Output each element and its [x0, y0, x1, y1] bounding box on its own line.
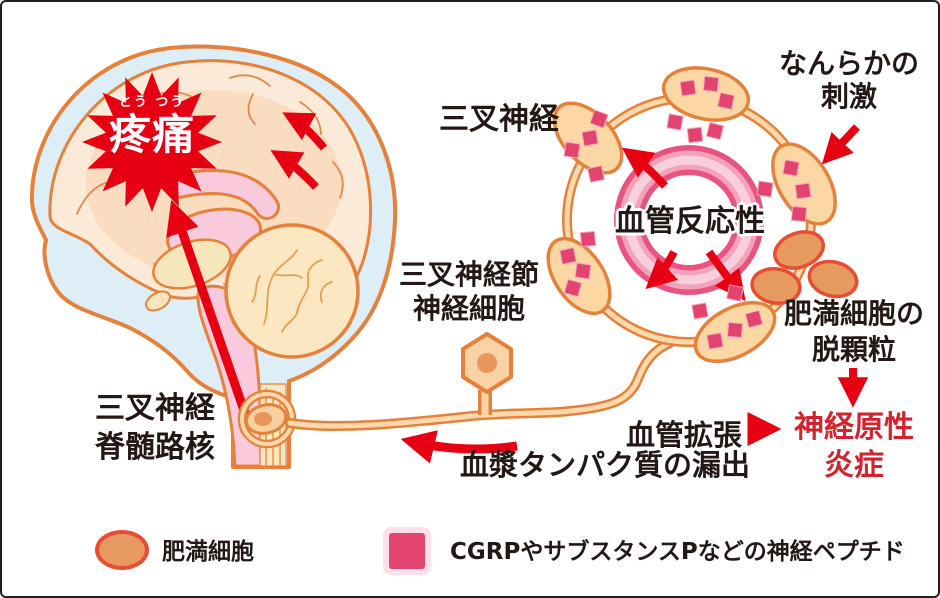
blood-vessel-ring: [614, 145, 764, 295]
pituitary-cream: [145, 290, 171, 312]
ganglion-line1: 三叉神経節: [398, 258, 539, 291]
mast-degranulation-line2: 脱顆粒: [811, 333, 896, 366]
spinal-nucleus-line1: 三叉神経: [95, 391, 215, 426]
neurogenic-inflammation-label: 神経原性 炎症: [781, 409, 927, 485]
trigeminal-nerve-fiber: [285, 338, 675, 431]
neurogenic-line2: 炎症: [824, 448, 884, 483]
ganglion-label: 三叉神経節 神経細胞: [394, 258, 544, 326]
legend-neuropeptide-label: CGRPやサブスタンスPなどの神経ペプチド: [450, 539, 905, 565]
stimulus-label: なんらかの 刺激: [774, 47, 924, 113]
neuropeptide-squares: [559, 75, 812, 350]
spinal-nucleus-line2: 脊髄路核: [95, 430, 215, 465]
legend-neuropeptide-swatch: [389, 533, 425, 569]
pain-label: 疼痛: [108, 110, 195, 159]
stimulus-line1: なんらかの: [778, 47, 919, 80]
pain-furigana: とう つう: [118, 95, 186, 110]
stimulus-arrow: [821, 124, 860, 165]
neurogenic-line1: 神経原性: [794, 410, 914, 445]
legend-mast-cell-swatch: [95, 530, 149, 570]
mast-degranulation-line1: 肥満細胞の: [783, 297, 924, 330]
legend-mast-cell-label: 肥満細胞: [162, 539, 254, 565]
pain-pathway-arrow: [166, 199, 253, 424]
cortex-arrows: [270, 112, 328, 190]
mast-degranulation-label: 肥満細胞の 脱顆粒: [778, 296, 930, 368]
mast-cells: [750, 230, 859, 305]
pain-starburst: [82, 72, 222, 212]
stimulus-line2: 刺激: [820, 80, 877, 113]
trigeminal-nerve-label: 三叉神経: [439, 102, 559, 137]
plasma-leakage-label: 血漿タンパク質の漏出: [460, 448, 751, 482]
ganglion-neuron: [461, 332, 513, 415]
ganglion-line2: 神経細胞: [412, 292, 525, 325]
vasodilation-label: 血管拡張: [626, 418, 743, 452]
leakage-arrow: [400, 430, 518, 464]
vascular-reactivity-label: 血管反応性: [615, 204, 765, 239]
cerebellum: [224, 223, 360, 359]
spinal-nucleus-label: 三叉神経 脊髄路核: [92, 389, 218, 467]
